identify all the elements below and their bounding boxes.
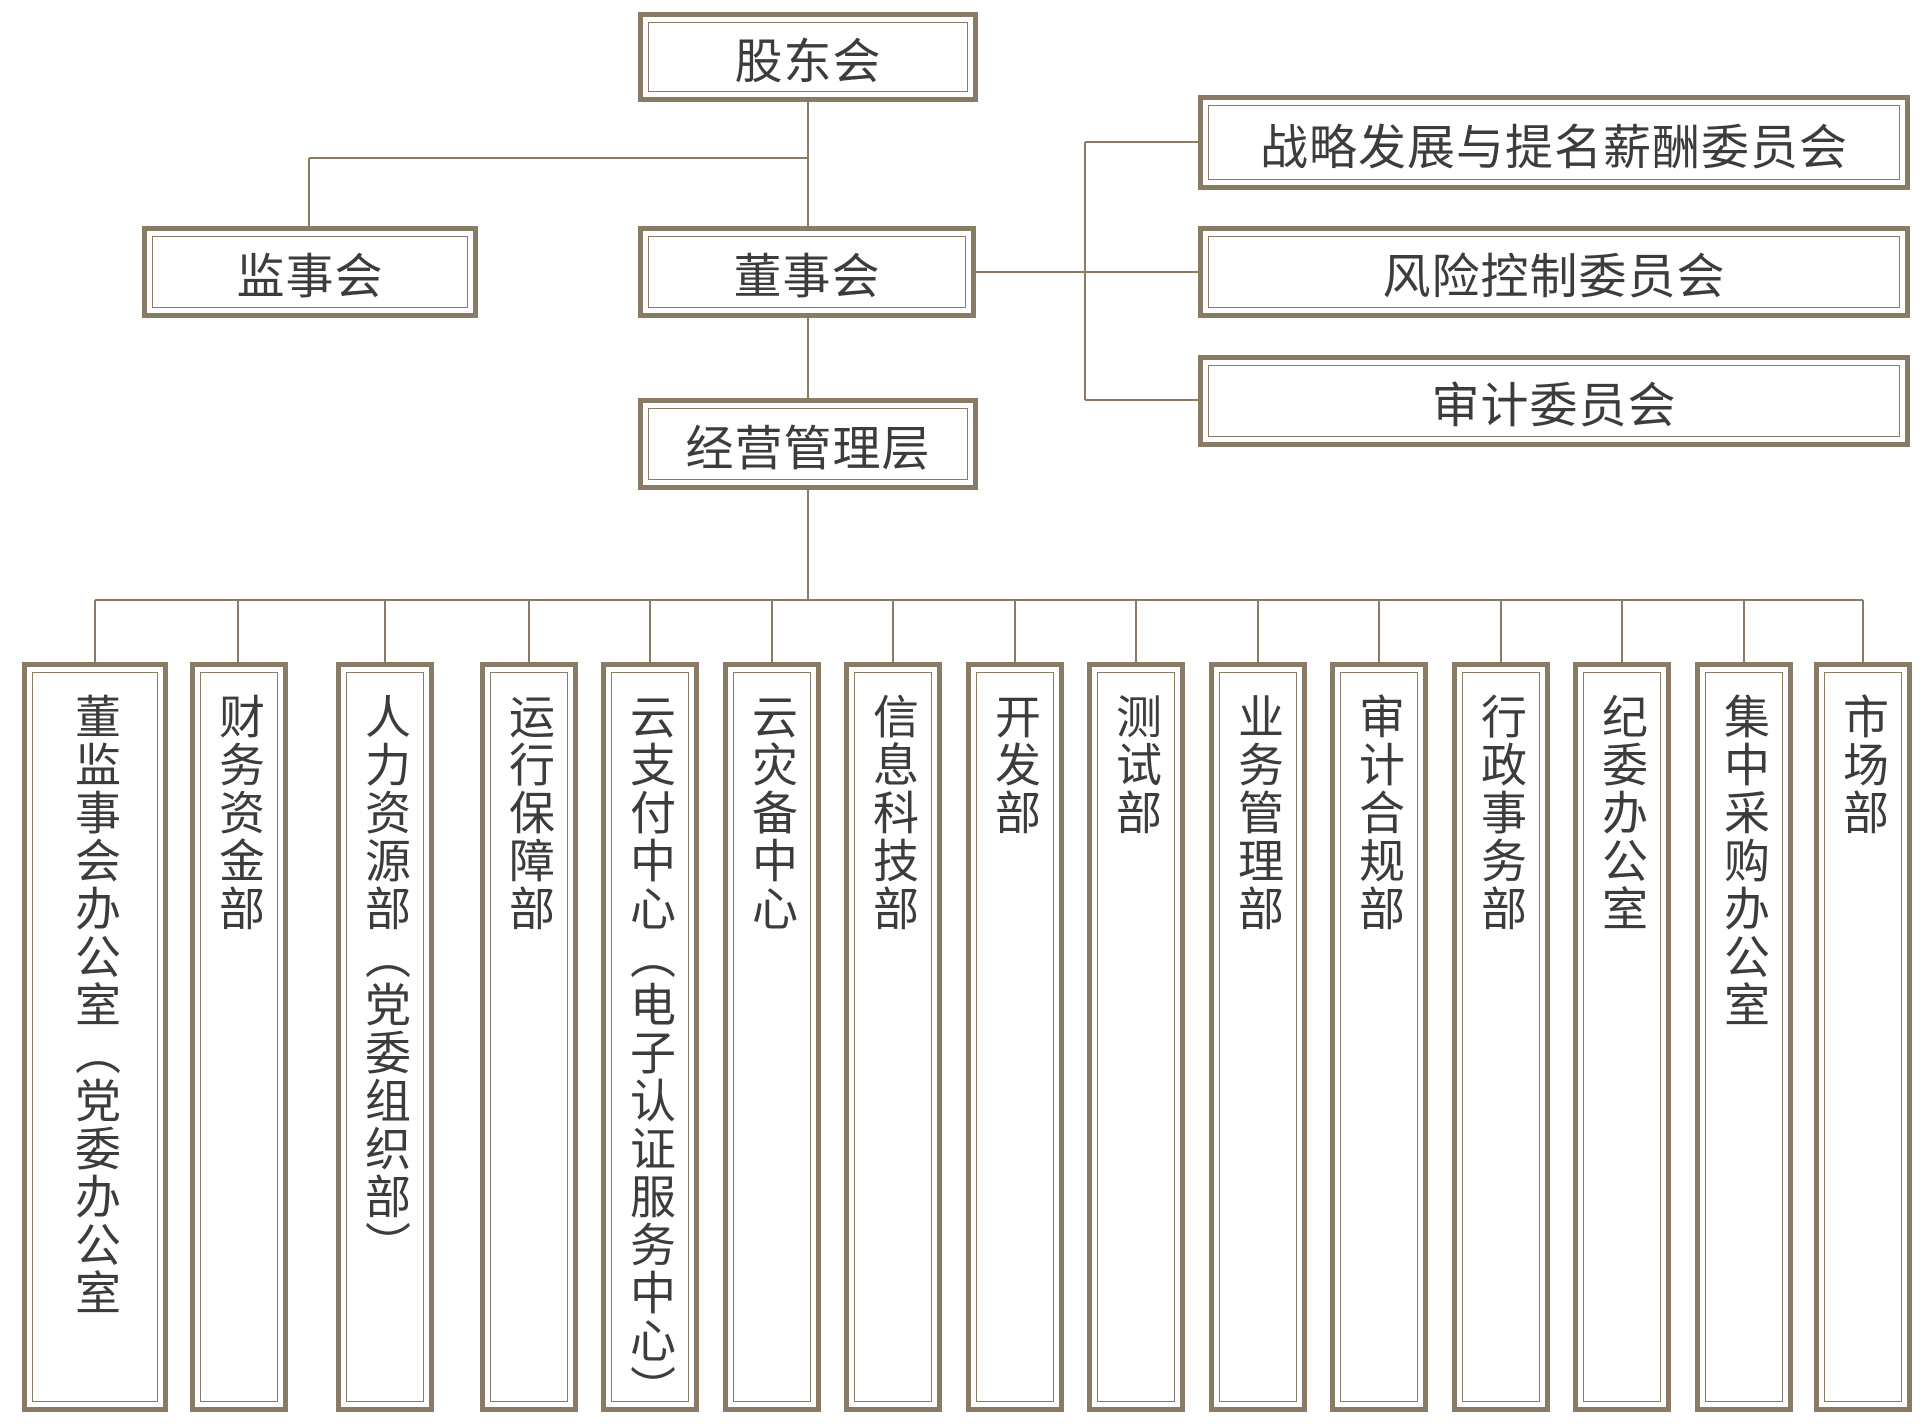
supervisory-board-label: 监事会 <box>236 249 384 305</box>
department-box: 纪委办公室 <box>1573 662 1671 1412</box>
shareholders-label: 股东会 <box>734 34 882 90</box>
shareholders-box: 股东会 <box>638 12 978 102</box>
department-box: 信息科技部 <box>844 662 942 1412</box>
department-box: 开发部 <box>966 662 1064 1412</box>
department-label: 财务资金部 <box>212 693 266 933</box>
committee-strategy-label: 战略发展与提名薪酬委员会 <box>1259 119 1848 176</box>
department-box: 业务管理部 <box>1209 662 1307 1412</box>
department-label: 集中采购办公室 <box>1717 693 1771 1029</box>
department-label: 测试部 <box>1109 693 1163 837</box>
department-box: 市场部 <box>1814 662 1912 1412</box>
department-box: 集中采购办公室 <box>1695 662 1793 1412</box>
management-label: 经营管理层 <box>685 421 931 477</box>
board-of-directors-box: 董事会 <box>638 226 976 318</box>
department-label: 人力资源部（党委组织部） <box>358 693 412 1269</box>
committee-risk-box: 风险控制委员会 <box>1198 226 1910 318</box>
department-label: 纪委办公室 <box>1595 693 1649 933</box>
supervisory-board-box: 监事会 <box>142 226 478 318</box>
committee-audit-box: 审计委员会 <box>1198 355 1910 447</box>
department-label: 审计合规部 <box>1352 693 1406 933</box>
department-label: 信息科技部 <box>866 693 920 933</box>
department-label: 云灾备中心 <box>745 693 799 933</box>
department-box: 财务资金部 <box>190 662 288 1412</box>
board-of-directors-label: 董事会 <box>733 249 881 305</box>
department-label: 市场部 <box>1836 693 1890 837</box>
department-label: 云支付中心（电子认证服务中心） <box>623 693 677 1413</box>
department-box: 运行保障部 <box>480 662 578 1412</box>
department-label: 董监事会办公室（党委办公室 <box>68 693 122 1317</box>
department-label: 运行保障部 <box>502 693 556 933</box>
department-box: 云灾备中心 <box>723 662 821 1412</box>
department-drops <box>94 600 1864 662</box>
department-label: 开发部 <box>988 693 1042 837</box>
department-label: 业务管理部 <box>1231 693 1285 933</box>
department-box: 云支付中心（电子认证服务中心） <box>601 662 699 1413</box>
department-label: 行政事务部 <box>1474 693 1528 933</box>
committee-risk-label: 风险控制委员会 <box>1382 249 1726 305</box>
department-box: 审计合规部 <box>1330 662 1428 1412</box>
department-box: 人力资源部（党委组织部） <box>336 662 434 1412</box>
department-box: 测试部 <box>1087 662 1185 1412</box>
committee-strategy-box: 战略发展与提名薪酬委员会 <box>1198 95 1910 190</box>
committee-audit-label: 审计委员会 <box>1431 378 1677 434</box>
department-box: 行政事务部 <box>1452 662 1550 1412</box>
department-box: 董监事会办公室（党委办公室 <box>22 662 168 1412</box>
management-box: 经营管理层 <box>638 398 978 490</box>
